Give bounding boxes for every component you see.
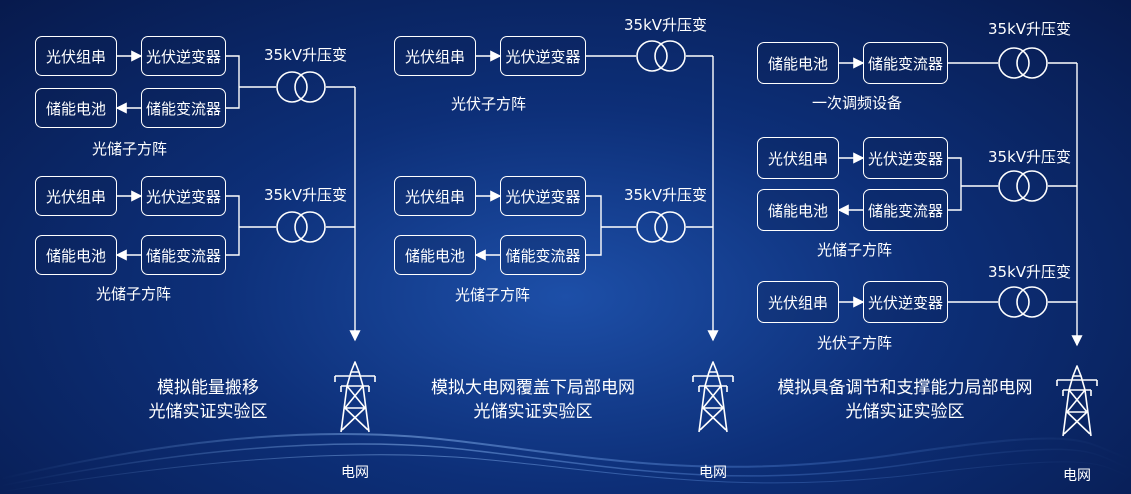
pylon-icon <box>692 361 734 433</box>
transformer-icon <box>998 47 1048 79</box>
pv-inverter-box: 光伏逆变器 <box>500 36 586 76</box>
transformer-label: 35kV升压变 <box>624 186 708 204</box>
group-label: 光储子方阵 <box>92 140 168 158</box>
battery-box: 储能电池 <box>757 189 839 231</box>
transformer-icon <box>998 286 1048 318</box>
zone-title: 模拟具备调节和支撑能力局部电网 光储实证实验区 <box>765 376 1045 424</box>
transformer-icon <box>998 170 1048 202</box>
transformer-label: 35kV升压变 <box>624 16 708 34</box>
battery-box: 储能电池 <box>757 42 839 84</box>
grid-label: 电网 <box>699 465 727 481</box>
battery-box: 储能电池 <box>35 88 117 128</box>
transformer-label: 35kV升压变 <box>264 186 348 204</box>
pv-inverter-box: 光伏逆变器 <box>863 281 948 323</box>
transformer-label: 35kV升压变 <box>988 20 1072 38</box>
pv-inverter-box: 光伏逆变器 <box>141 176 226 216</box>
transformer-icon <box>636 40 686 72</box>
pcs-box: 储能变流器 <box>500 235 586 275</box>
group-label: 光储子方阵 <box>817 241 893 259</box>
zone-title-line-1: 模拟具备调节和支撑能力局部电网 <box>777 378 1033 398</box>
pcs-box: 储能变流器 <box>863 189 948 231</box>
pv-string-box: 光伏组串 <box>394 36 476 76</box>
transformer-label: 35kV升压变 <box>264 46 348 64</box>
pylon-icon <box>1056 365 1098 437</box>
zone-title-line-2: 光储实证实验区 <box>148 402 268 422</box>
transformer-icon <box>636 211 686 243</box>
pylon-icon <box>334 361 376 433</box>
zone-title: 模拟大电网覆盖下局部电网 光储实证实验区 <box>393 376 673 424</box>
zone-title: 模拟能量搬移 光储实证实验区 <box>68 376 348 424</box>
zone-title-line-1: 模拟大电网覆盖下局部电网 <box>431 378 635 398</box>
pcs-box: 储能变流器 <box>141 235 226 275</box>
background-wave <box>0 432 1131 493</box>
pcs-box: 储能变流器 <box>863 42 948 84</box>
transformer-icon <box>276 211 326 243</box>
transformer-label: 35kV升压变 <box>988 263 1072 281</box>
battery-box: 储能电池 <box>35 235 117 275</box>
group-label: 光伏子方阵 <box>817 334 893 352</box>
pv-inverter-box: 光伏逆变器 <box>141 36 226 76</box>
pv-string-box: 光伏组串 <box>757 137 839 179</box>
group-label: 一次调频设备 <box>812 94 903 112</box>
pv-string-box: 光伏组串 <box>35 36 117 76</box>
pv-string-box: 光伏组串 <box>394 176 476 216</box>
grid-label: 电网 <box>1063 468 1091 484</box>
zone-title-line-2: 光储实证实验区 <box>845 402 965 422</box>
pv-inverter-box: 光伏逆变器 <box>863 137 948 179</box>
pv-string-box: 光伏组串 <box>35 176 117 216</box>
transformer-icon <box>276 71 326 103</box>
pv-string-box: 光伏组串 <box>757 281 839 323</box>
transformer-label: 35kV升压变 <box>988 148 1072 166</box>
pcs-box: 储能变流器 <box>141 88 226 128</box>
group-label: 光储子方阵 <box>96 285 172 303</box>
zone-title-line-2: 光储实证实验区 <box>473 402 593 422</box>
zone-title-line-1: 模拟能量搬移 <box>157 378 259 398</box>
grid-label: 电网 <box>341 465 369 481</box>
group-label: 光伏子方阵 <box>451 95 527 113</box>
pv-inverter-box: 光伏逆变器 <box>500 176 586 216</box>
group-label: 光储子方阵 <box>455 286 531 304</box>
battery-box: 储能电池 <box>394 235 476 275</box>
